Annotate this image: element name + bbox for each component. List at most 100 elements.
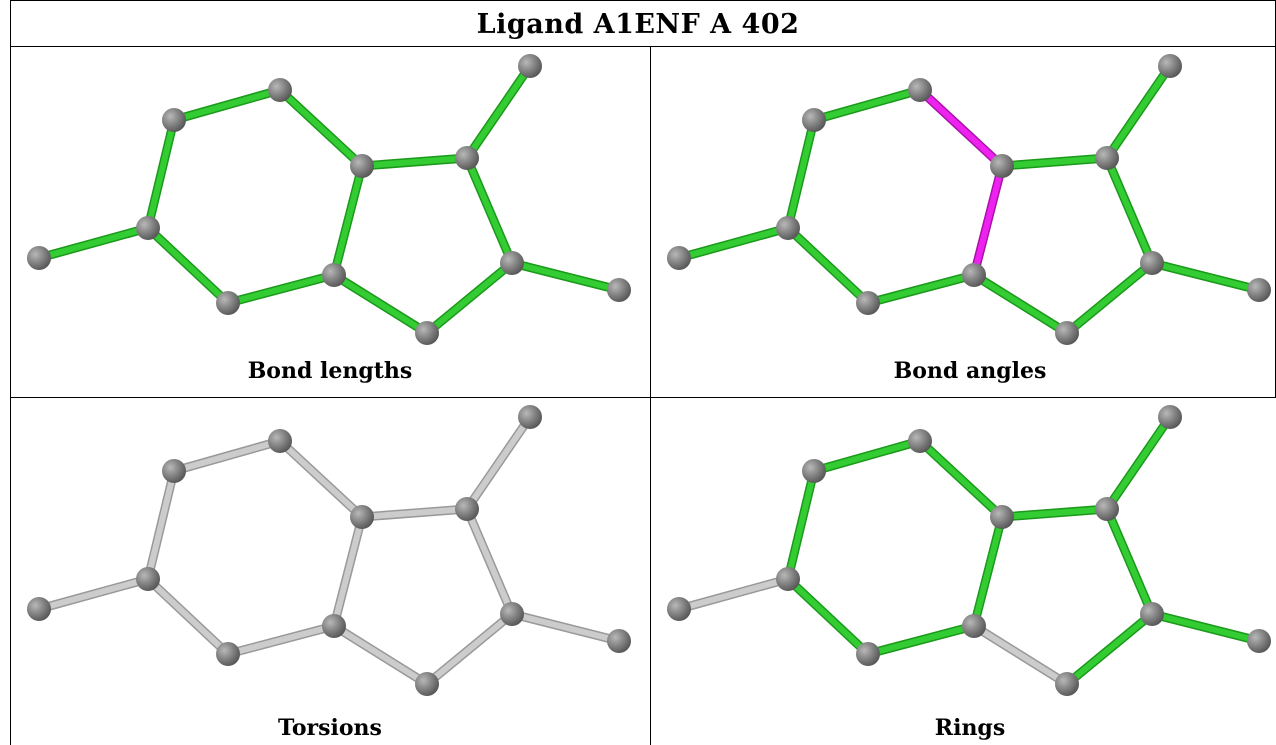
caption-bond-angles: Bond angles (893, 358, 1047, 384)
bond-5-6 (1102, 61, 1175, 163)
atom-1 (776, 216, 800, 240)
bond-5-6 (1102, 412, 1175, 514)
bond-11-1 (783, 223, 873, 308)
atom-2 (802, 459, 826, 483)
bond-7-8 (507, 258, 624, 295)
atom-6 (1158, 405, 1182, 429)
bond-7-8 (507, 609, 624, 646)
bond-1-2 (783, 115, 819, 233)
bond-4-10 (329, 161, 367, 280)
atom-10 (322, 263, 346, 287)
atom-3 (268, 78, 292, 102)
grid-line-top (10, 0, 1276, 1)
atom-8 (1247, 278, 1271, 302)
bond-7-9 (1062, 609, 1157, 689)
bond-3-4 (915, 436, 1007, 522)
caption-rings: Rings (934, 715, 1006, 741)
bond-4-5 (997, 504, 1112, 522)
atom-8 (1247, 629, 1271, 653)
atom-1 (776, 567, 800, 591)
bond-7-9 (1062, 258, 1157, 338)
atom-6 (1158, 54, 1182, 78)
bond-3-4 (915, 85, 1007, 171)
bond-5-7 (1102, 504, 1157, 619)
bond-4-10 (329, 512, 367, 631)
atom-2 (162, 459, 186, 483)
bond-4-5 (357, 153, 472, 171)
bond-0-1 (674, 574, 793, 614)
atom-10 (962, 263, 986, 287)
atom-3 (908, 429, 932, 453)
panel-bond-lengths (12, 48, 648, 368)
bond-7-8 (1147, 609, 1264, 646)
bond-2-3 (809, 85, 925, 125)
atom-2 (802, 108, 826, 132)
bond-11-1 (143, 223, 233, 308)
bond-9-10 (329, 270, 432, 338)
bond-10-11 (223, 621, 339, 659)
bond-2-3 (169, 85, 285, 125)
bond-10-11 (863, 621, 979, 659)
atom-2 (162, 108, 186, 132)
bond-9-10 (969, 621, 1072, 689)
molecule-bond-angles (667, 54, 1271, 345)
bond-10-11 (223, 270, 339, 308)
bond-10-11 (863, 270, 979, 308)
atom-4 (990, 505, 1014, 529)
atom-9 (1055, 672, 1079, 696)
bond-0-1 (674, 223, 793, 263)
atom-3 (268, 429, 292, 453)
molecule-bond-lengths (27, 54, 631, 345)
grid-line-middle (10, 397, 1276, 398)
atom-9 (415, 672, 439, 696)
bond-9-10 (329, 621, 432, 689)
atom-11 (856, 642, 880, 666)
atom-4 (350, 154, 374, 178)
atom-9 (1055, 321, 1079, 345)
molecule-torsions (27, 405, 631, 696)
bond-5-6 (462, 61, 535, 163)
bond-5-7 (462, 153, 517, 268)
caption-torsions: Torsions (278, 715, 382, 741)
bond-3-4 (275, 85, 367, 171)
atom-5 (455, 497, 479, 521)
atom-5 (1095, 146, 1119, 170)
bond-3-4 (275, 436, 367, 522)
bond-7-9 (422, 258, 517, 338)
panel-rings (652, 399, 1276, 719)
atom-11 (216, 291, 240, 315)
bond-5-7 (1102, 153, 1157, 268)
bond-7-8 (1147, 258, 1264, 295)
atom-7 (500, 251, 524, 275)
atom-10 (962, 614, 986, 638)
bond-0-1 (34, 223, 153, 263)
atom-5 (455, 146, 479, 170)
bond-2-3 (169, 436, 285, 476)
atom-8 (607, 278, 631, 302)
panel-torsions (12, 399, 648, 719)
atom-9 (415, 321, 439, 345)
atom-7 (500, 602, 524, 626)
grid-line-center (650, 46, 651, 745)
grid-line-left (10, 0, 11, 745)
atom-10 (322, 614, 346, 638)
bond-4-5 (997, 153, 1112, 171)
atom-7 (1140, 602, 1164, 626)
atom-0 (667, 597, 691, 621)
bond-5-7 (462, 504, 517, 619)
bond-1-2 (143, 115, 179, 233)
bond-4-10 (969, 512, 1007, 631)
bond-11-1 (783, 574, 873, 659)
bond-2-3 (809, 436, 925, 476)
panel-bond-angles (652, 48, 1276, 368)
atom-1 (136, 216, 160, 240)
bond-1-2 (143, 466, 179, 584)
molecule-rings (667, 405, 1271, 696)
bond-1-2 (783, 466, 819, 584)
atom-3 (908, 78, 932, 102)
bond-11-1 (143, 574, 233, 659)
bond-0-1 (34, 574, 153, 614)
bond-7-9 (422, 609, 517, 689)
atom-4 (350, 505, 374, 529)
atom-0 (27, 597, 51, 621)
